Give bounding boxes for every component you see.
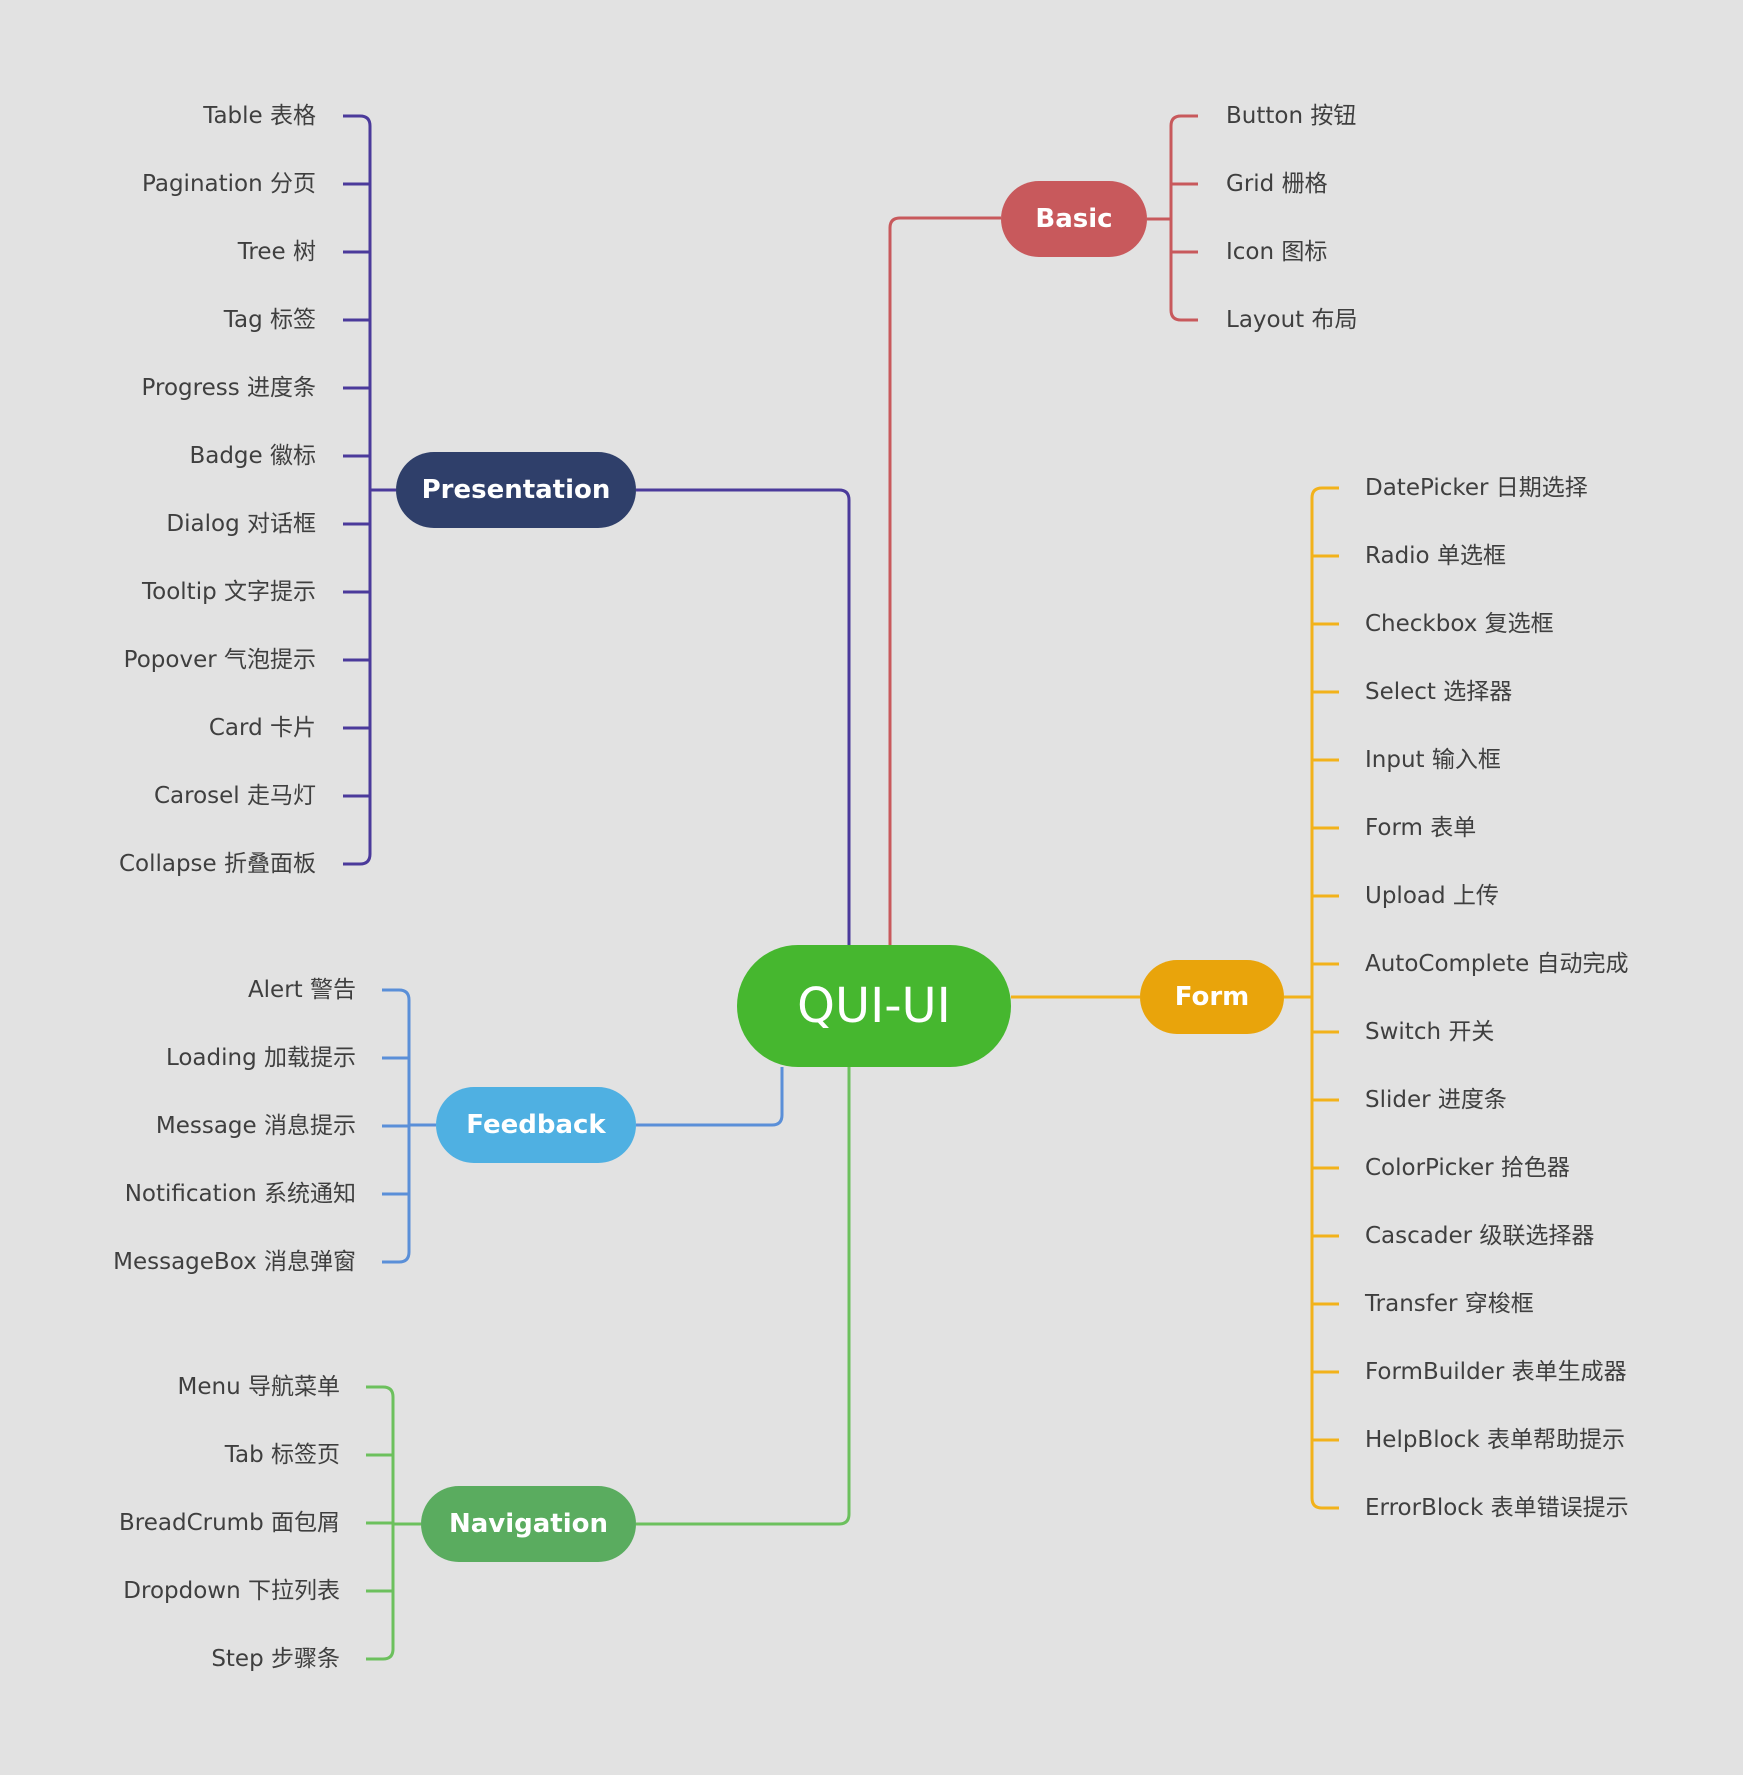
navigation-trunk-line <box>636 1067 851 1526</box>
feedback-leaf-label[interactable]: Message 消息提示 <box>156 1113 356 1139</box>
presentation-leaf-label[interactable]: Tag 标签 <box>223 307 316 333</box>
presentation-leaf-label[interactable]: Badge 徽标 <box>189 443 316 469</box>
feedback-trunk-line <box>636 1067 784 1127</box>
presentation-leaf-label[interactable]: Dialog 对话框 <box>166 511 316 537</box>
branch-node-label: Feedback <box>466 1110 606 1140</box>
basic-trunk-line <box>888 216 1001 945</box>
form-leaf-label[interactable]: Transfer 穿梭框 <box>1364 1291 1534 1317</box>
branch-node-basic[interactable]: Basic <box>1001 181 1147 257</box>
form-leaf-label[interactable]: Checkbox 复选框 <box>1365 611 1554 637</box>
form-leaf-label[interactable]: AutoComplete 自动完成 <box>1365 951 1629 977</box>
connectors <box>343 114 1339 1661</box>
branch-node-label: Presentation <box>422 475 611 505</box>
branch-node-presentation[interactable]: Presentation <box>396 452 636 528</box>
branch-node-shape <box>396 452 636 528</box>
form-leaf-label[interactable]: Slider 进度条 <box>1365 1087 1507 1113</box>
feedback-leaf-connector <box>382 988 411 1001</box>
basic-leaf-label[interactable]: Grid 栅格 <box>1226 171 1328 197</box>
navigation-leaf-label[interactable]: Tab 标签页 <box>224 1442 340 1468</box>
presentation-trunk-line <box>636 488 851 945</box>
feedback-leaf-label[interactable]: Loading 加载提示 <box>166 1045 356 1071</box>
presentation-leaf-label[interactable]: Collapse 折叠面板 <box>119 851 316 877</box>
presentation-leaf-connector <box>343 853 372 866</box>
basic-leaf-label[interactable]: Button 按钮 <box>1226 103 1356 129</box>
presentation-leaf-label[interactable]: Table 表格 <box>202 103 316 129</box>
form-leaf-connector <box>1310 486 1339 499</box>
form-leaf-label[interactable]: Radio 单选框 <box>1365 543 1506 569</box>
navigation-leaf-connector <box>366 1385 395 1398</box>
presentation-leaf-label[interactable]: Progress 进度条 <box>142 375 316 401</box>
branch-node-label: Basic <box>1035 204 1112 234</box>
presentation-leaf-label[interactable]: Tree 树 <box>237 239 316 265</box>
form-leaf-label[interactable]: Upload 上传 <box>1365 883 1499 909</box>
branch-node-label: Navigation <box>449 1509 608 1539</box>
form-leaf-label[interactable]: DatePicker 日期选择 <box>1365 475 1588 501</box>
branch-node-navigation[interactable]: Navigation <box>421 1486 636 1562</box>
root-node-shape <box>737 945 1011 1067</box>
form-leaf-label[interactable]: Cascader 级联选择器 <box>1365 1223 1594 1249</box>
feedback-leaf-label[interactable]: MessageBox 消息弹窗 <box>113 1249 356 1275</box>
basic-leaf-connector <box>1169 114 1198 127</box>
feedback-leaf-label[interactable]: Alert 警告 <box>248 977 356 1003</box>
branch-node-shape <box>1140 960 1284 1034</box>
form-leaf-label[interactable]: ErrorBlock 表单错误提示 <box>1365 1495 1629 1521</box>
form-leaf-label[interactable]: Select 选择器 <box>1365 679 1512 705</box>
presentation-leaf-label[interactable]: Carosel 走马灯 <box>154 783 316 809</box>
basic-leaf-label[interactable]: Icon 图标 <box>1226 239 1327 265</box>
form-leaf-label[interactable]: HelpBlock 表单帮助提示 <box>1365 1427 1625 1453</box>
presentation-leaf-label[interactable]: Popover 气泡提示 <box>124 647 316 673</box>
root-node-label: QUI-UI <box>797 978 951 1034</box>
form-leaf-label[interactable]: FormBuilder 表单生成器 <box>1365 1359 1627 1385</box>
form-leaf-label[interactable]: Switch 开关 <box>1365 1019 1494 1045</box>
navigation-leaf-label[interactable]: Menu 导航菜单 <box>178 1374 340 1400</box>
nodes: QUI-UI Basic Button 按钮 Grid 栅格 Icon 图标 Layou… <box>113 103 1628 1672</box>
navigation-leaf-connector <box>366 1648 395 1661</box>
branch-node-shape <box>421 1486 636 1562</box>
navigation-leaf-label[interactable]: Step 步骤条 <box>211 1646 340 1672</box>
branch-node-feedback[interactable]: Feedback <box>436 1087 636 1163</box>
branch-node-label: Form <box>1175 982 1249 1012</box>
branch-node-shape <box>436 1087 636 1163</box>
basic-leaf-connector <box>1169 309 1198 322</box>
presentation-leaf-label[interactable]: Pagination 分页 <box>142 171 316 197</box>
root-node[interactable]: QUI-UI <box>737 945 1011 1067</box>
presentation-leaf-label[interactable]: Card 卡片 <box>209 715 316 741</box>
form-leaf-label[interactable]: Form 表单 <box>1365 815 1476 841</box>
feedback-leaf-connector <box>382 1251 411 1264</box>
presentation-leaf-label[interactable]: Tooltip 文字提示 <box>141 579 316 605</box>
form-leaf-label[interactable]: ColorPicker 拾色器 <box>1365 1155 1570 1181</box>
basic-leaf-label[interactable]: Layout 布局 <box>1226 307 1358 333</box>
presentation-leaf-connector <box>343 114 372 127</box>
form-leaf-connector <box>1310 1497 1339 1510</box>
form-leaf-label[interactable]: Input 输入框 <box>1365 747 1501 773</box>
branch-node-shape <box>1001 181 1147 257</box>
navigation-leaf-label[interactable]: Dropdown 下拉列表 <box>123 1578 340 1604</box>
navigation-leaf-label[interactable]: BreadCrumb 面包屑 <box>119 1510 340 1536</box>
feedback-leaf-label[interactable]: Notification 系统通知 <box>125 1181 356 1207</box>
branch-node-form[interactable]: Form <box>1140 960 1284 1034</box>
